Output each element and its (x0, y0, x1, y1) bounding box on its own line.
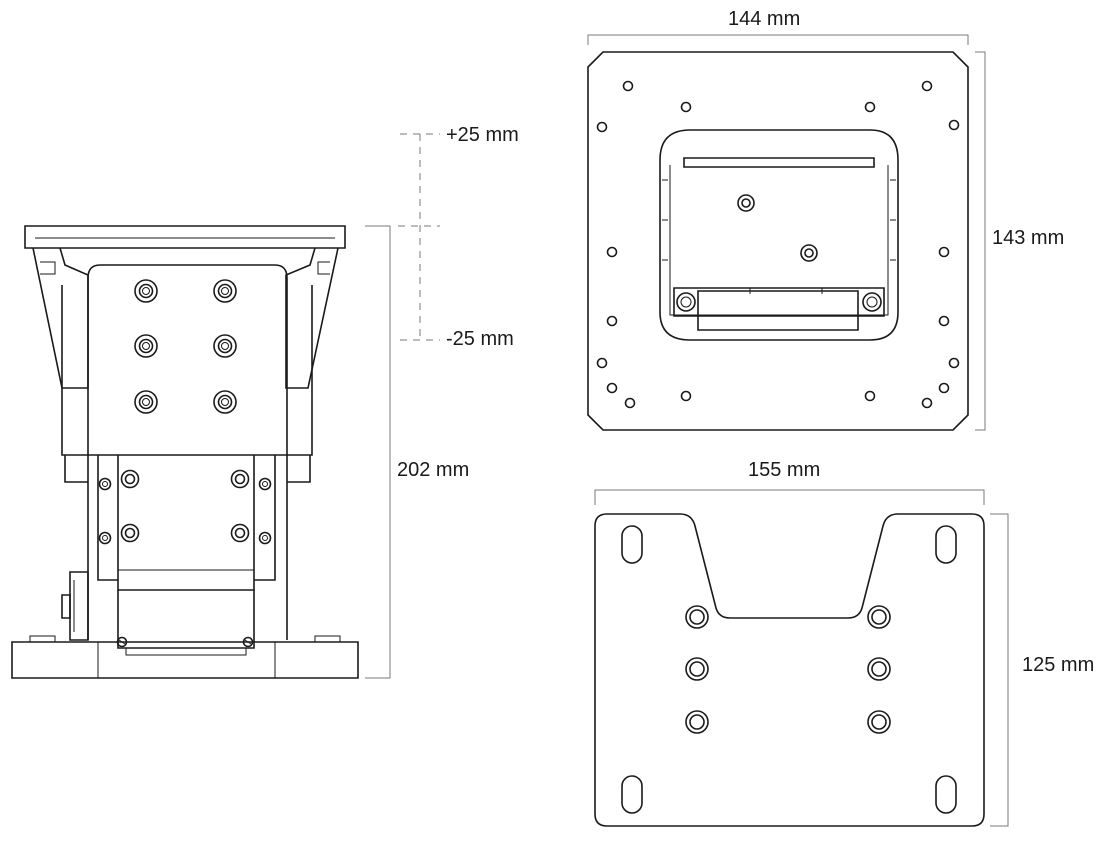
bottom-plate-height-label: 125 mm (1022, 654, 1094, 676)
column-bolts (98, 469, 272, 648)
bottom-plate-width-label: 155 mm (748, 459, 820, 481)
upper-mounting-plate (87, 264, 288, 456)
top-plate-height-label: 143 mm (992, 227, 1064, 249)
top-plate-width-label: 144 mm (728, 8, 800, 30)
bottom-plate-height-dimension (990, 513, 1009, 827)
bottom-plate-width-dimension (594, 489, 985, 505)
height-dimension-line (365, 225, 391, 679)
right-wing (285, 247, 339, 389)
sliding-plate (117, 455, 255, 591)
side-view: 202 mm +25 mm -25 mm (11, 124, 519, 679)
top-plate-view: 144 mm 143 mm (587, 8, 1064, 431)
bottom-plate-view: 155 mm 125 mm (594, 459, 1094, 827)
adjust-knob (69, 571, 89, 641)
top-plate-height-dimension (975, 51, 986, 431)
lower-travel-label: -25 mm (446, 328, 514, 350)
bottom-plate-slots (621, 525, 957, 814)
left-wing (32, 247, 89, 389)
housing-screw-1 (737, 194, 755, 212)
bottom-plate-outline (594, 513, 985, 827)
bottom-plate-bolts (685, 605, 891, 734)
top-plate-outline (587, 51, 969, 431)
upper-travel-label: +25 mm (446, 124, 519, 146)
side-height-label: 202 mm (397, 459, 469, 481)
top-plate-holes (596, 80, 960, 409)
central-housing (659, 129, 899, 341)
upper-plate-bolts (134, 279, 237, 414)
clamp-bar (673, 287, 885, 317)
top-plate-width-dimension (587, 34, 969, 45)
housing-screw-2 (800, 244, 818, 262)
top-flange (24, 225, 346, 249)
base-plate (11, 641, 359, 679)
